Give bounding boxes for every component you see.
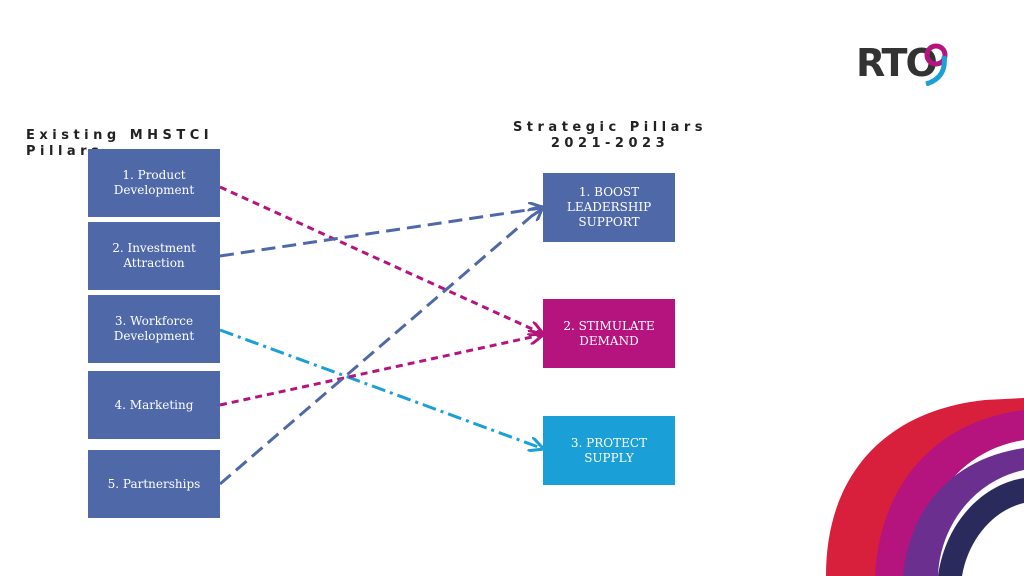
existing-pillar-investment-attraction: 2. Investment Attraction — [88, 222, 220, 290]
swoosh-purple-arc — [903, 448, 1024, 576]
arrow-investment-attraction-to-boost-leadership — [219, 208, 541, 258]
strategic-pillars-heading: Strategic Pillars 2021-2023 — [500, 120, 720, 152]
arrow-partnerships-to-boost-leadership — [219, 208, 541, 486]
arrow-workforce-development-to-protect-supply — [219, 328, 541, 448]
strategic-pillars-heading-line2: 2021-2023 — [550, 136, 670, 151]
existing-pillars-heading: Existing MHSTCI Pillars — [26, 128, 214, 159]
arrow-product-development-to-stimulate-demand — [219, 185, 541, 333]
strategic-pillar-stimulate-demand: 2. STIMULATE DEMAND — [543, 299, 675, 368]
strategic-pillar-boost-leadership-support: 1. BOOST LEADERSHIP SUPPORT — [543, 173, 675, 242]
strategic-pillars-heading-line1: Strategic Pillars — [512, 120, 708, 135]
arrow-marketing-to-stimulate-demand — [219, 335, 541, 407]
existing-pillar-marketing: 4. Marketing — [88, 371, 220, 439]
logo-nine-mark: 9 — [924, 43, 948, 86]
existing-pillar-product-development: 1. Product Development — [88, 149, 220, 217]
strategic-pillar-protect-supply: 3. PROTECT SUPPLY — [543, 416, 675, 485]
logo-text: RTO — [856, 41, 938, 85]
rto9-logo: RTO 9 — [856, 40, 951, 86]
existing-pillar-partnerships: 5. Partnerships — [88, 450, 220, 518]
existing-pillar-workforce-development: 3. Workforce Development — [88, 295, 220, 363]
swoosh-magenta-arc — [875, 410, 1024, 576]
swoosh-white-core — [962, 503, 1024, 576]
